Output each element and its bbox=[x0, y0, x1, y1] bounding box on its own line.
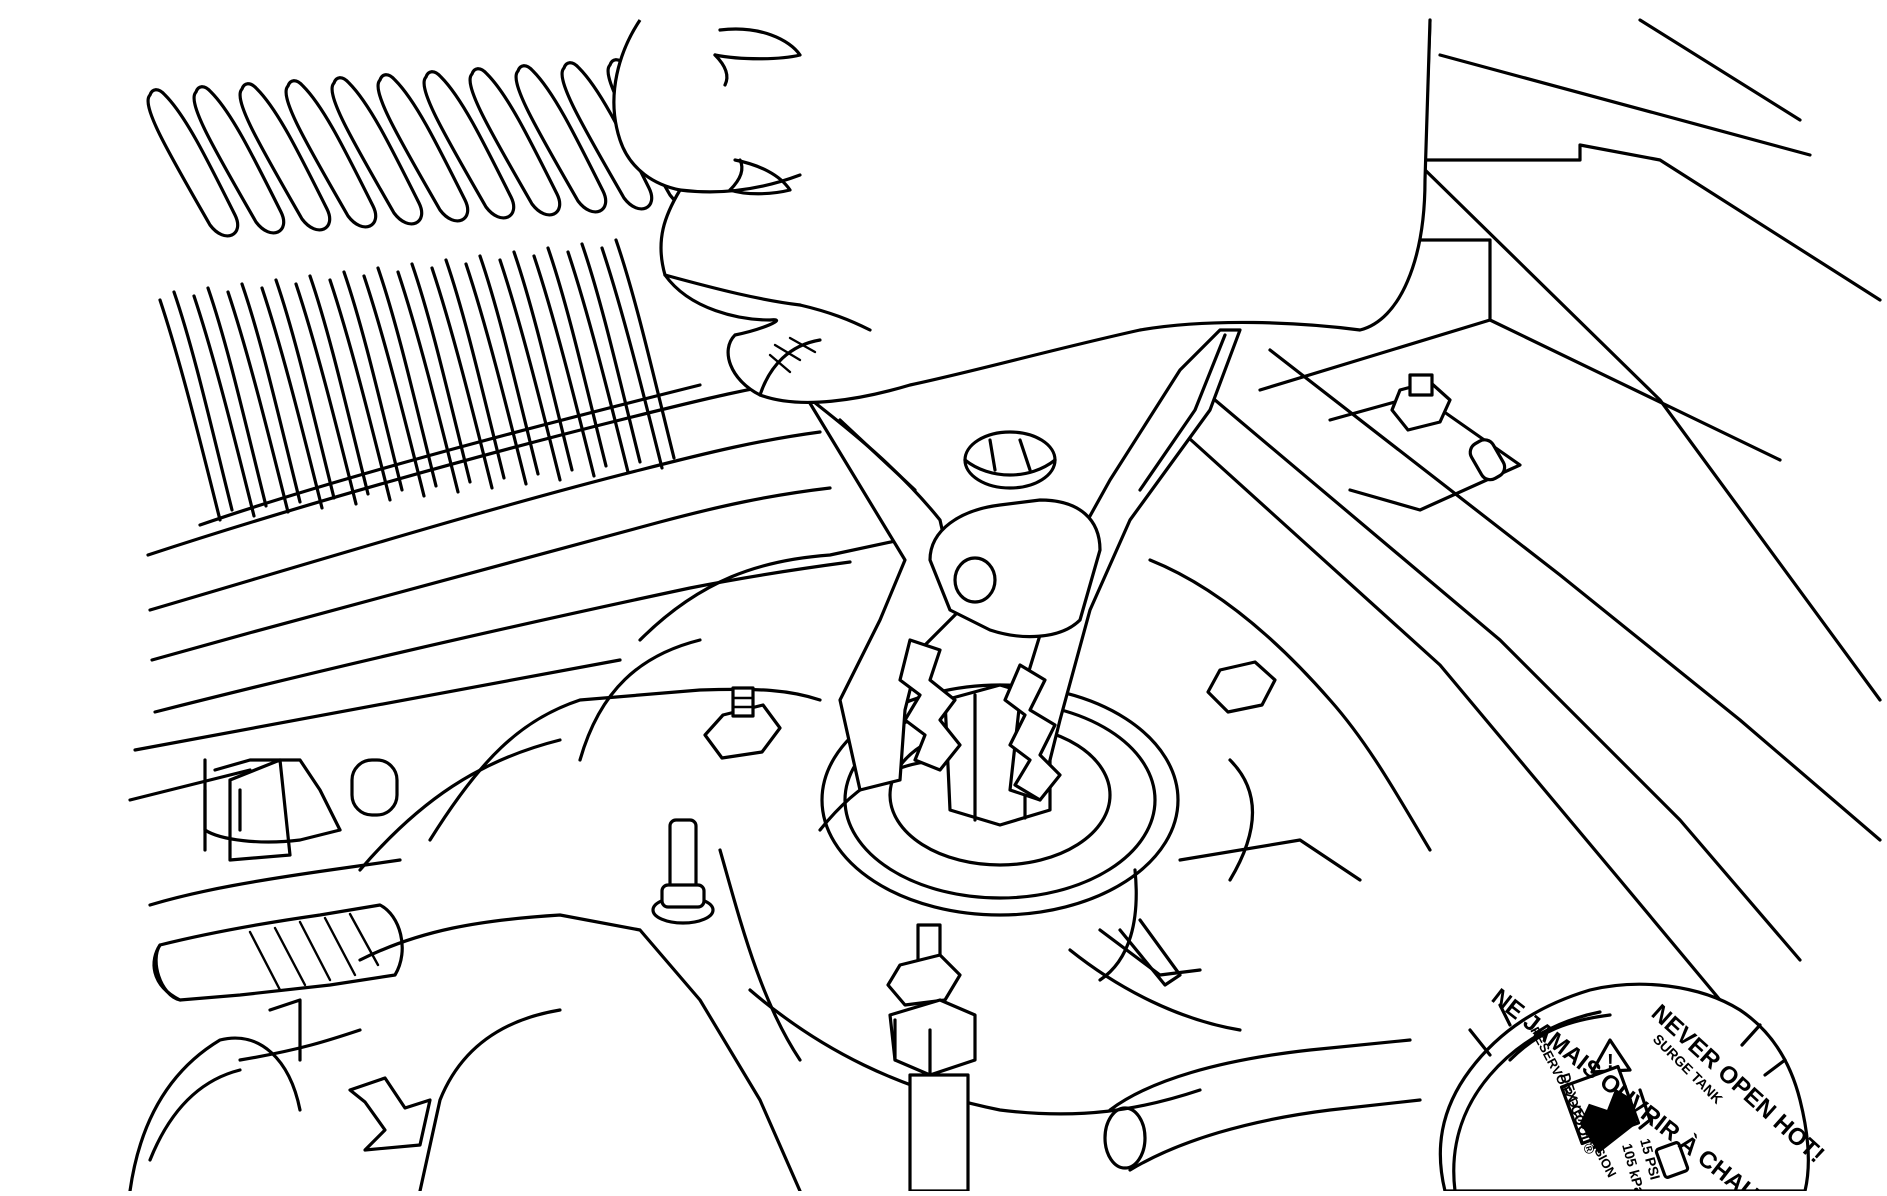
radiator-fin-line bbox=[600, 246, 664, 470]
radiator-fin-line bbox=[464, 262, 528, 486]
radiator-fin-line bbox=[512, 250, 574, 472]
radiator-fin bbox=[284, 79, 378, 229]
radiator-fin-line bbox=[396, 270, 460, 494]
radiator-fin-line bbox=[546, 246, 608, 468]
radiator-fin-line bbox=[430, 266, 494, 490]
svg-text:!: ! bbox=[1607, 1051, 1614, 1073]
radiator-fin bbox=[560, 61, 654, 211]
radiator-fin-line bbox=[498, 258, 562, 482]
radiator-fin bbox=[330, 76, 424, 226]
hex-nut bbox=[1390, 373, 1452, 432]
stud bbox=[651, 818, 715, 925]
radiator-fin bbox=[422, 70, 516, 220]
radiator-fin-line bbox=[260, 286, 324, 510]
radiator-fin bbox=[238, 82, 332, 232]
radiator-fin-line bbox=[274, 278, 336, 500]
oval-slot bbox=[350, 438, 1507, 817]
radiator-fin-line bbox=[532, 254, 596, 478]
hex-nut bbox=[1206, 660, 1277, 714]
radiator-fin-line bbox=[206, 286, 268, 508]
radiator-fin-line bbox=[240, 282, 302, 504]
radiator-cap-icon: ! NEVER OPEN HOT! SURGE TANK NE JAMAIS O… bbox=[1438, 983, 1830, 1196]
manual-book-icon bbox=[1654, 1141, 1690, 1179]
radiator-fin-line bbox=[342, 270, 404, 492]
radiator-fin-line bbox=[444, 258, 506, 480]
bolt bbox=[888, 998, 977, 1193]
radiator-fin bbox=[514, 64, 608, 214]
hand-icon bbox=[612, 19, 1432, 404]
radiator-fin-line bbox=[172, 290, 234, 512]
radiator-fin-line bbox=[308, 274, 370, 496]
radiator-fin-line bbox=[362, 274, 426, 498]
radiator-fin bbox=[468, 67, 562, 217]
hex-nut bbox=[703, 686, 782, 760]
radiator-fin-line bbox=[410, 262, 472, 484]
radiator-fin-line bbox=[192, 294, 256, 518]
bracket-slot bbox=[203, 758, 292, 862]
radiator-fin-line bbox=[566, 250, 630, 474]
radiator-fin bbox=[192, 85, 286, 235]
stud bbox=[886, 923, 962, 1007]
radiator-fins bbox=[146, 58, 700, 522]
direction-arrow-icon bbox=[348, 1076, 432, 1152]
radiator-fin-line bbox=[226, 290, 290, 514]
radiator-fin-line bbox=[580, 242, 642, 464]
radiator-fin bbox=[376, 73, 470, 223]
radiator-fin-line bbox=[614, 238, 676, 460]
radiator-fin-line bbox=[158, 298, 222, 522]
coolant-level-icon bbox=[1559, 1064, 1652, 1154]
spring-clamp-pliers[interactable] bbox=[803, 328, 1242, 802]
engine-contours bbox=[128, 18, 1882, 1193]
radiator-fin-line bbox=[294, 282, 358, 506]
radiator-fin bbox=[146, 88, 240, 238]
